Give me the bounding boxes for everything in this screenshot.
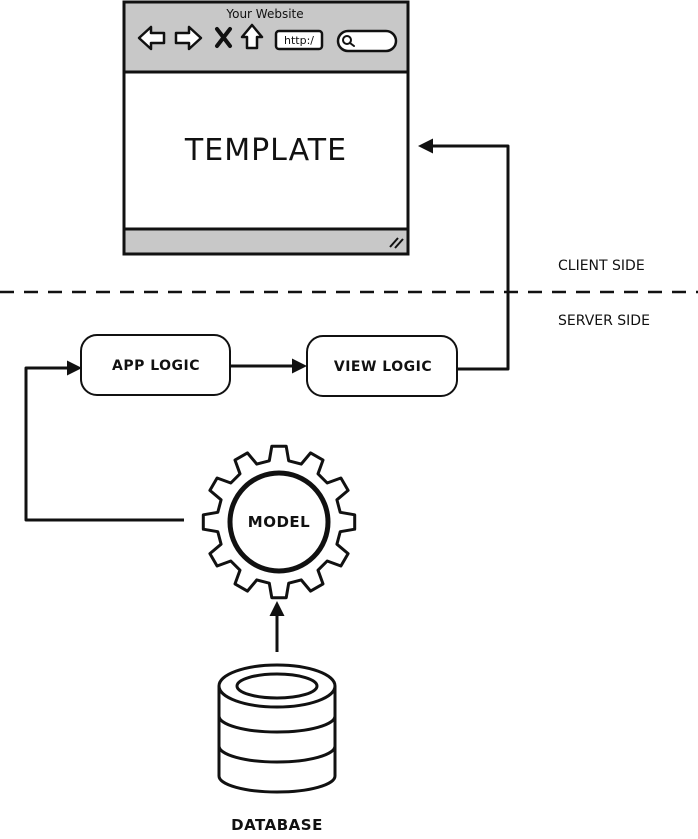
- database-cylinder-icon: [217, 663, 337, 794]
- close-x-icon[interactable]: [215, 27, 232, 48]
- view-logic-label: VIEW LOGIC: [334, 359, 432, 375]
- browser-window: Your Website http:/ TEMPLATE: [122, 0, 410, 256]
- database-label: DATABASE: [231, 816, 323, 834]
- view-logic-box: [306, 335, 458, 397]
- address-text: http:/: [284, 34, 314, 47]
- search-icon: [342, 35, 355, 47]
- arrow-model-to-app: [24, 360, 184, 522]
- gear-icon: [201, 444, 357, 600]
- browser-statusbar: [125, 230, 407, 253]
- forward-arrow-icon[interactable]: [174, 25, 203, 51]
- app-logic-label: APP LOGIC: [112, 358, 200, 374]
- browser-window-title: Your Website: [225, 7, 303, 21]
- server-side-label: SERVER SIDE: [558, 313, 650, 329]
- template-label: TEMPLATE: [184, 133, 347, 168]
- address-bar[interactable]: [274, 29, 324, 51]
- client-side-label: CLIENT SIDE: [558, 258, 645, 274]
- model-label: MODEL: [248, 513, 310, 531]
- home-icon[interactable]: [240, 23, 264, 50]
- resize-grip-icon[interactable]: [389, 237, 404, 249]
- arrow-view-to-template: [418, 138, 510, 371]
- back-arrow-icon[interactable]: [137, 25, 166, 51]
- search-bar[interactable]: [336, 29, 398, 53]
